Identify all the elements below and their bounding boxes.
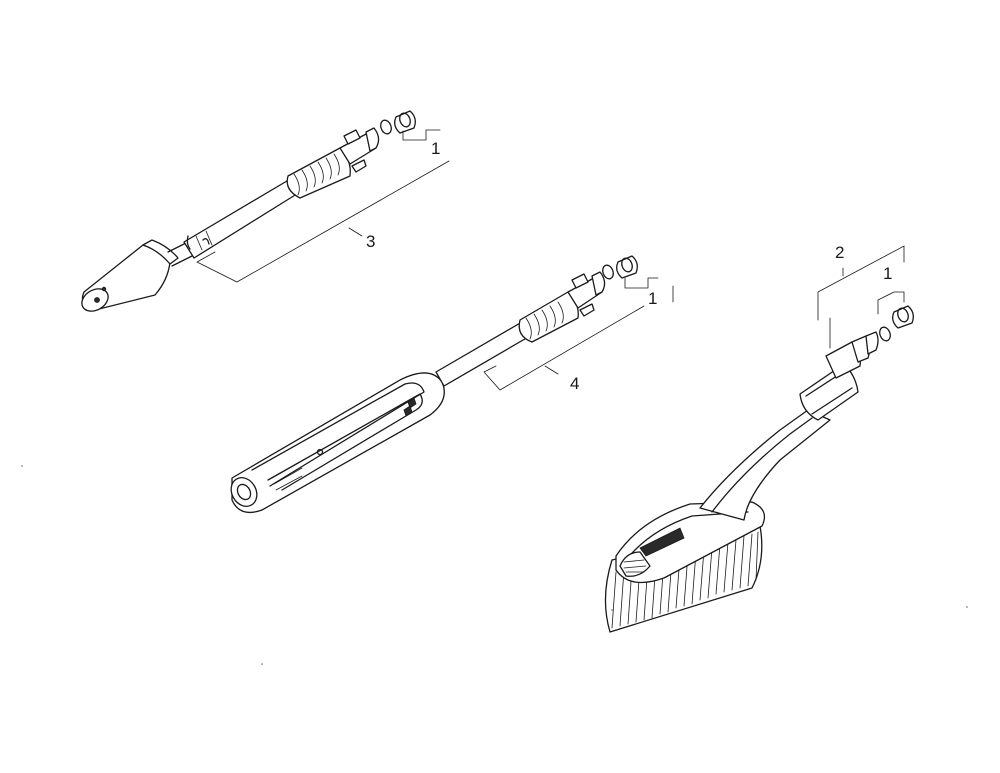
callout-wash-brush: 2	[835, 243, 844, 262]
wash-brush	[604, 245, 914, 633]
callout-spray-lance: 4	[570, 374, 579, 393]
rotary-nozzle-lance	[81, 110, 450, 312]
callout-wash-brush-fitting: 1	[883, 264, 892, 283]
callout-rotary-nozzle-lance: 3	[366, 232, 375, 251]
callout-lance-nozzle-fitting: 1	[431, 139, 440, 158]
spray-lance-with-handle	[230, 255, 674, 514]
callout-spray-lance-fitting: 1	[648, 289, 657, 308]
